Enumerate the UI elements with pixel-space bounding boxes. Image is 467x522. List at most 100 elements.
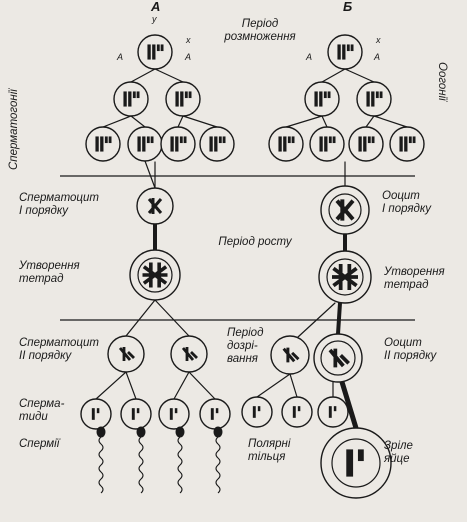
oogonium-l3-3: [348, 126, 384, 162]
sperm-3: [175, 426, 185, 494]
tetrad-cell-oocyte-chromosomes: [332, 264, 358, 290]
mature-egg-membrane: [320, 427, 392, 499]
tetrad-cell-spermatocyte: [129, 249, 181, 301]
polar-body-3-chromosomes: [292, 406, 301, 418]
axis-a-right-label: A: [185, 52, 192, 62]
spermatid-2: [120, 398, 152, 430]
spermatid-3-membrane: [158, 398, 190, 430]
oogonium-l3-4-chromosomes: [399, 136, 416, 152]
sperm-4: [213, 426, 223, 494]
tetrad-cell-spermatocyte-nucleus: [137, 257, 173, 293]
link-a-7: [144, 160, 156, 189]
label-tetrad-right: Утворення тетрад: [384, 266, 445, 291]
label-mature-egg: Зріле яйце: [384, 440, 413, 465]
polar-body-1: [270, 335, 310, 375]
axis-b-left-label: A: [306, 52, 313, 62]
polar-body-3: [281, 396, 313, 428]
oogonium-l2-1: [304, 81, 340, 117]
spermatogonium-l2-2: [165, 81, 201, 117]
link-a-6: [182, 115, 218, 128]
oogonium-l3-4: [389, 126, 425, 162]
secondary-spermatocyte-2-chromosomes: [181, 347, 198, 361]
link-a-10: [154, 299, 190, 337]
axis-b-right-label: A: [374, 52, 381, 62]
primary-oocyte: [320, 185, 370, 235]
label-oocyte-2: Ооцит II порядку: [384, 337, 437, 362]
spermatogonium-l3-4: [199, 126, 235, 162]
polar-body-4-membrane: [317, 396, 349, 428]
mature-egg: [320, 427, 392, 499]
primary-oocyte-chromosomes: [335, 199, 355, 221]
polar-body-3-membrane: [281, 396, 313, 428]
spermatogonium-top-chromosomes: [147, 44, 164, 60]
period-maturation-label: Період дозрі- вання: [227, 327, 264, 365]
link-a-14: [188, 371, 216, 400]
label-polar-bodies: Полярні тільця: [248, 438, 291, 463]
sperm-2: [136, 426, 146, 494]
spermatogonium-l3-3-chromosomes: [170, 136, 187, 152]
side-label-spermatogonia: Сперматогонії: [8, 89, 20, 170]
link-a-4: [130, 115, 146, 128]
period-reproduction-label: Період розмноження: [224, 18, 296, 43]
link-b-14: [339, 379, 359, 431]
tetrad-cell-spermatocyte-chromosomes: [142, 262, 168, 288]
polar-body-1-chromosomes: [282, 347, 300, 363]
secondary-oocyte-chromosomes: [328, 348, 350, 368]
oogonium-l2-2-chromosomes: [366, 91, 383, 107]
spermatogonium-l3-2: [127, 126, 163, 162]
spermatid-1: [80, 398, 112, 430]
link-b-3: [285, 115, 323, 128]
secondary-spermatocyte-1-chromosomes: [118, 347, 135, 361]
spermatogonium-top: [137, 34, 173, 70]
label-tetrad-left: Утворення тетрад: [19, 260, 80, 285]
spermatid-3: [158, 398, 190, 430]
oogonium-l2-2: [356, 81, 392, 117]
label-spermatocyte-1: Сперматоцит I порядку: [19, 192, 99, 217]
label-spermatocyte-2: Сперматоцит II порядку: [19, 337, 99, 362]
oogonium-l3-1: [268, 126, 304, 162]
oogonium-l3-2-chromosomes: [319, 136, 336, 152]
mature-egg-nucleus: [331, 438, 381, 488]
spermatogonium-l3-1-chromosomes: [95, 136, 112, 152]
primary-oocyte-nucleus: [328, 193, 362, 227]
label-spermatids: Сперма- тиди: [19, 398, 65, 423]
tetrad-cell-oocyte: [318, 250, 372, 304]
primary-spermatocyte: [136, 187, 174, 225]
link-a-9: [125, 299, 156, 337]
link-a-1: [130, 68, 156, 83]
spermatogonium-l3-2-chromosomes: [137, 136, 154, 152]
spermatogonium-l2-1: [113, 81, 149, 117]
secondary-oocyte: [313, 333, 363, 383]
link-b-4: [321, 115, 328, 128]
side-label-oogonia: Оогонії: [436, 62, 448, 101]
spermatid-4-membrane: [199, 398, 231, 430]
polar-body-2-chromosomes: [252, 406, 261, 418]
sperm-1: [96, 426, 106, 494]
link-b-11: [256, 373, 291, 398]
label-oocyte-1: Ооцит I порядку: [382, 190, 432, 215]
spermatogonium-l3-4-chromosomes: [209, 136, 226, 152]
link-a-12: [125, 371, 137, 400]
link-b-9: [336, 301, 342, 336]
spermatid-3-chromosomes: [169, 408, 178, 420]
polar-body-2-membrane: [241, 396, 273, 428]
polar-body-4-chromosomes: [328, 406, 337, 418]
axis-a-left-label: A: [117, 52, 124, 62]
spermatid-2-membrane: [120, 398, 152, 430]
link-b-2: [344, 68, 375, 83]
tetrad-cell-oocyte-nucleus: [326, 258, 364, 296]
spermatid-1-membrane: [80, 398, 112, 430]
spermatogonium-l2-2-chromosomes: [175, 91, 192, 107]
link-b-12: [289, 373, 298, 398]
polar-body-2: [241, 396, 273, 428]
spermatid-2-chromosomes: [131, 408, 140, 420]
link-a-13: [173, 371, 190, 400]
link-b-5: [365, 115, 375, 128]
column-a-label: А: [151, 0, 161, 14]
oogonium-top: [327, 34, 363, 70]
oogonium-l2-1-chromosomes: [314, 91, 331, 107]
spermatogonium-l3-1: [85, 126, 121, 162]
spermatogonium-l3-3: [160, 126, 196, 162]
